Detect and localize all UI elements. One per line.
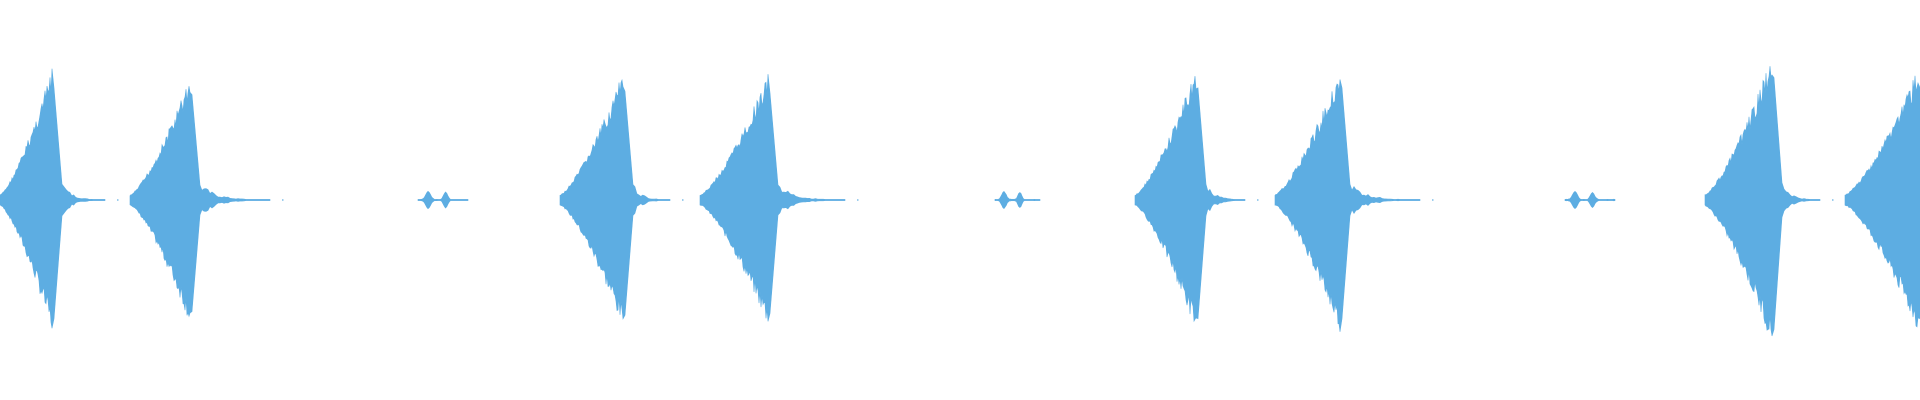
waveform-burst-9 [1704, 66, 1821, 337]
waveform-burst-0 [0, 68, 106, 329]
waveform-residual-4 [857, 199, 859, 201]
waveform-residual-0 [117, 199, 119, 201]
waveform-burst-7 [1274, 79, 1421, 332]
waveform-residual-9 [1832, 199, 1834, 201]
waveform-blip-2 [417, 190, 469, 210]
waveform-burst-4 [699, 74, 846, 322]
waveform-residual-3 [682, 199, 684, 201]
waveform-blip-5 [994, 190, 1041, 210]
waveform-burst-3 [559, 78, 671, 320]
waveform-blip-8 [1564, 191, 1616, 209]
waveform-residual-7 [1432, 199, 1434, 201]
waveform-burst-6 [1134, 76, 1246, 323]
waveform-burst-1 [129, 86, 271, 318]
waveform-burst-10 [1844, 75, 1920, 328]
waveform-residual-6 [1257, 199, 1259, 201]
waveform-events [0, 66, 1920, 337]
waveform-residual-1 [282, 199, 284, 201]
